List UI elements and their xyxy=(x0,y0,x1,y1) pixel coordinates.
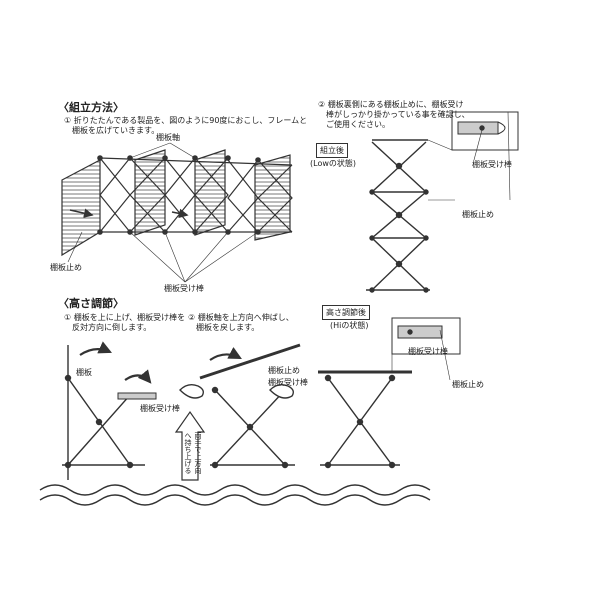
assembly-step1-line1: ① 折りたたんである製品を、図のように90度におこし、フレームと xyxy=(64,116,308,125)
assembled-tower-diagram xyxy=(366,111,519,293)
hand-icon xyxy=(269,383,295,399)
height-step2-line1: ② 棚板軸を上方向へ伸ばし、 xyxy=(188,313,294,322)
assembly-step1-line2: 棚板を広げていきます。 xyxy=(72,126,160,135)
height-step1-diagram xyxy=(62,341,157,480)
label-shelf-shaft: 棚板軸 xyxy=(156,133,180,142)
assembly-step2-line3: ご使用ください。 xyxy=(326,120,390,129)
expanded-frame-diagram xyxy=(61,142,293,283)
label-receiver-fig1: 棚板受け棒 xyxy=(140,404,180,413)
lift-instruction: 両手で上方向へ持ち上げる xyxy=(184,432,202,474)
detail-stopper-label-2: 棚板止め xyxy=(452,380,484,389)
wave-icon xyxy=(39,484,431,506)
hand-icon xyxy=(179,383,205,399)
label-receiver-fig2: 棚板受け棒 xyxy=(268,378,308,387)
height-step3-diagram xyxy=(318,317,461,469)
arrow-icon xyxy=(174,410,206,481)
adjusted-state-note: (Hiの状態) xyxy=(330,321,369,330)
label-shelf-receiver: 棚板受け棒 xyxy=(164,284,204,293)
height-step1-line1: ① 棚板を上に上げ、棚板受け棒を xyxy=(64,313,186,322)
height-step1-line2: 反対方向に倒します。 xyxy=(72,323,152,332)
label-shelf: 棚板 xyxy=(76,368,92,377)
detail-stopper-label: 棚板止め xyxy=(462,210,494,219)
assembly-heading: 〈組立方法〉 xyxy=(58,101,124,114)
label-stopper-fig2: 棚板止め xyxy=(268,366,300,375)
adjusted-state-box: 高さ調節後 xyxy=(322,305,370,320)
height-heading: 〈高さ調節〉 xyxy=(58,297,124,310)
assembled-state-box: 組立後 xyxy=(316,143,348,158)
label-shelf-stopper: 棚板止め xyxy=(50,263,82,272)
assembly-step2-line1: ② 棚板裏側にある棚板止めに、棚板受け xyxy=(318,100,464,109)
assembly-step2-line2: 棒がしっかり掛かっている事を確認し、 xyxy=(326,110,470,119)
detail-receiver-label: 棚板受け棒 xyxy=(472,160,512,169)
assembled-state-note: (Lowの状態) xyxy=(310,159,356,168)
height-step2-line2: 棚板を戻します。 xyxy=(196,323,260,332)
detail-receiver-label-2: 棚板受け棒 xyxy=(408,347,448,356)
height-step2-diagram xyxy=(174,343,301,481)
